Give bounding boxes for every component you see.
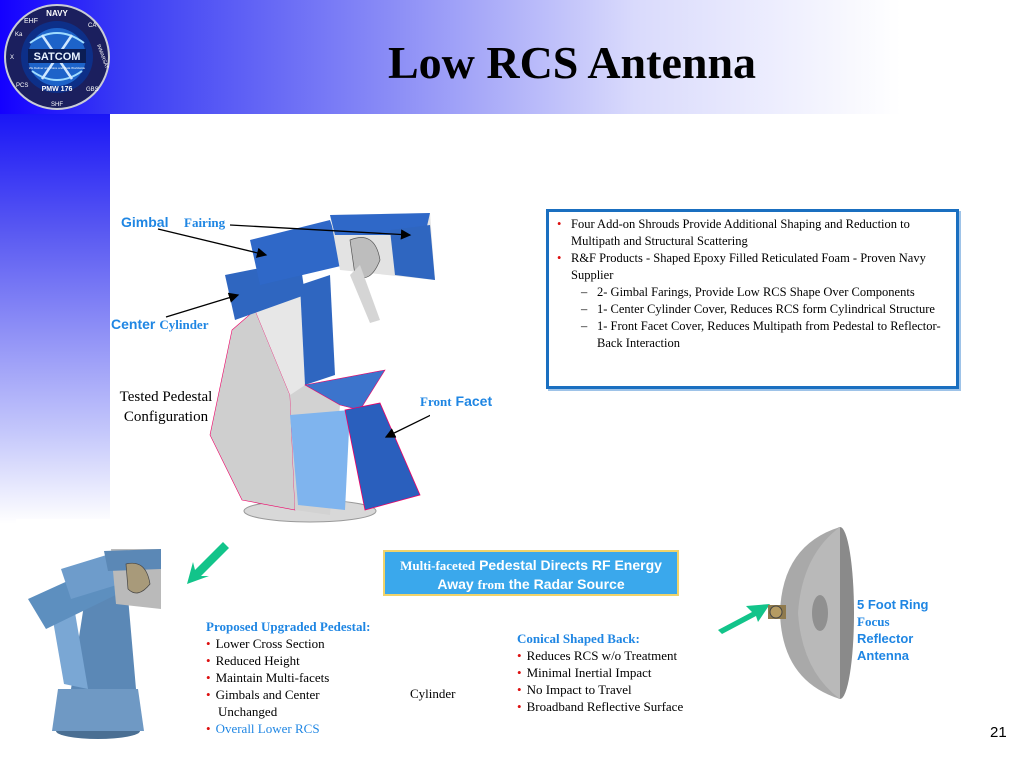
conical-item-text: Minimal Inertial Impact: [526, 665, 652, 680]
conical-item-text: Reduces RCS w/o Treatment: [526, 648, 678, 663]
rf-line-2: Away from the Radar Source: [385, 575, 677, 594]
proposed-item: •Gimbals and Center: [206, 687, 320, 702]
proposed-item: •Overall Lower RCS: [206, 721, 320, 736]
rf-line-1: Multi-faceted Pedestal Directs RF Energy: [385, 556, 677, 575]
bullet-text: R&F Products - Shaped Epoxy Filled Retic…: [571, 251, 926, 282]
reflector-label: 5 Foot Ring Focus Reflector Antenna: [857, 596, 929, 664]
proposed-pedestal-image: [16, 519, 196, 741]
logo-ring-x: X: [10, 55, 14, 61]
reflector-line-4: Antenna: [857, 648, 909, 663]
conical-item: •Broadband Reflective Surface: [517, 699, 684, 714]
bullet-item: •R&F Products - Shaped Epoxy Filled Reti…: [557, 251, 926, 282]
proposed-item-text: Lower Cross Section: [215, 636, 325, 651]
conical-item-text: Broadband Reflective Surface: [526, 699, 684, 714]
bullet-item: •Four Add-on Shrouds Provide Additional …: [557, 217, 910, 248]
logo-ring-ka: Ka: [15, 32, 23, 38]
logo-ring-top: NAVY: [46, 9, 68, 18]
conical-heading: Conical Shaped Back:: [517, 631, 640, 646]
tested-pedestal-caption: Tested Pedestal Configuration: [108, 387, 224, 427]
front-facet-label: Front Facet: [420, 393, 492, 411]
rf-energy-box: Multi-faceted Pedestal Directs RF Energy…: [383, 550, 679, 596]
proposed-item-cont: Unchanged: [218, 704, 278, 719]
proposed-item: •Lower Cross Section: [206, 636, 325, 651]
logo-center-text: SATCOM: [34, 51, 81, 63]
reflector-line-1: 5 Foot Ring: [857, 597, 929, 612]
left-accent-bar: [0, 114, 110, 524]
proposed-item: •Maintain Multi-facets: [206, 670, 330, 685]
shroud-bullet-box: •Four Add-on Shrouds Provide Additional …: [546, 209, 959, 389]
center-cylinder-label: Center Cylinder: [111, 316, 208, 334]
proposed-heading: Proposed Upgraded Pedestal:: [206, 619, 371, 634]
facet-word: Facet: [455, 393, 493, 409]
proposed-cylinder-word: Cylinder: [410, 686, 456, 701]
logo-ring-pcs: PCS: [16, 83, 28, 89]
rf-multifaceted: Multi-faceted: [400, 558, 476, 573]
rf-from: from: [477, 577, 505, 592]
bullet-text: 1- Front Facet Cover, Reduces Multipath …: [597, 319, 941, 350]
conical-item-text: No Impact to Travel: [526, 682, 632, 697]
proposed-item-text: Gimbals and Center: [215, 687, 320, 702]
logo-pmw: PMW 176: [42, 86, 73, 93]
reflector-line-2: Focus: [857, 614, 890, 629]
conical-item: •Reduces RCS w/o Treatment: [517, 648, 678, 663]
proposed-item-text: Overall Lower RCS: [215, 721, 320, 736]
bullet-text: 1- Center Cylinder Cover, Reduces RCS fo…: [597, 302, 935, 316]
green-arrow-left-icon: [187, 542, 229, 584]
header-banner: [0, 0, 1024, 114]
center-word: Center: [111, 316, 156, 332]
bullet-text: Four Add-on Shrouds Provide Additional S…: [571, 217, 910, 248]
logo-ring-shf: SHF: [51, 102, 63, 108]
reflector-line-3: Reflector: [857, 631, 914, 646]
slide-title: Low RCS Antenna: [387, 37, 757, 88]
green-arrow-right-icon: [718, 604, 770, 634]
rf-away: Away: [437, 576, 474, 592]
leader-arrows: [157, 224, 430, 438]
satcom-logo: NAVY EHF Ka X CA INMARSAT SATCOM We Deli…: [4, 4, 110, 110]
tested-line-2: Configuration: [123, 409, 209, 425]
page-number: 21: [990, 724, 1007, 741]
front-word: Front: [420, 394, 452, 409]
conical-back-block: Conical Shaped Back: •Reduces RCS w/o Tr…: [517, 630, 717, 715]
sub-bullet-item: –2- Gimbal Farings, Provide Low RCS Shap…: [581, 285, 915, 299]
shroud-bullet-list: •Four Add-on Shrouds Provide Additional …: [557, 216, 948, 352]
fairing-label: Fairing: [184, 215, 226, 230]
rf-pedestal-directs: Pedestal Directs RF Energy: [479, 557, 662, 573]
tested-pedestal-image: [209, 213, 435, 523]
proposed-pedestal-block: Proposed Upgraded Pedestal: •Lower Cross…: [206, 618, 486, 737]
bullet-text: 2- Gimbal Farings, Provide Low RCS Shape…: [597, 285, 915, 299]
logo-tagline: We Deliver any Voice and Data Worldwide: [29, 66, 86, 70]
sub-bullet-item: –1- Center Cylinder Cover, Reduces RCS f…: [581, 302, 935, 316]
proposed-item-text: Reduced Height: [215, 653, 300, 668]
logo-ring-gbs: GBS: [86, 87, 99, 93]
proposed-item: •Reduced Height: [206, 653, 300, 668]
conical-item: •Minimal Inertial Impact: [517, 665, 652, 680]
rf-radar-source: the Radar Source: [508, 576, 625, 592]
conical-item: •No Impact to Travel: [517, 682, 632, 697]
sub-bullet-item: –1- Front Facet Cover, Reduces Multipath…: [581, 319, 941, 350]
logo-ring-ca: CA: [88, 23, 96, 29]
cylinder-word: Cylinder: [159, 317, 209, 332]
reflector-antenna-image: [768, 527, 854, 699]
gimbal-label: Gimbal: [121, 214, 169, 230]
logo-ring-ehf: EHF: [24, 18, 38, 25]
tested-line-1: Tested Pedestal: [119, 389, 213, 405]
proposed-item-text: Maintain Multi-facets: [215, 670, 330, 685]
